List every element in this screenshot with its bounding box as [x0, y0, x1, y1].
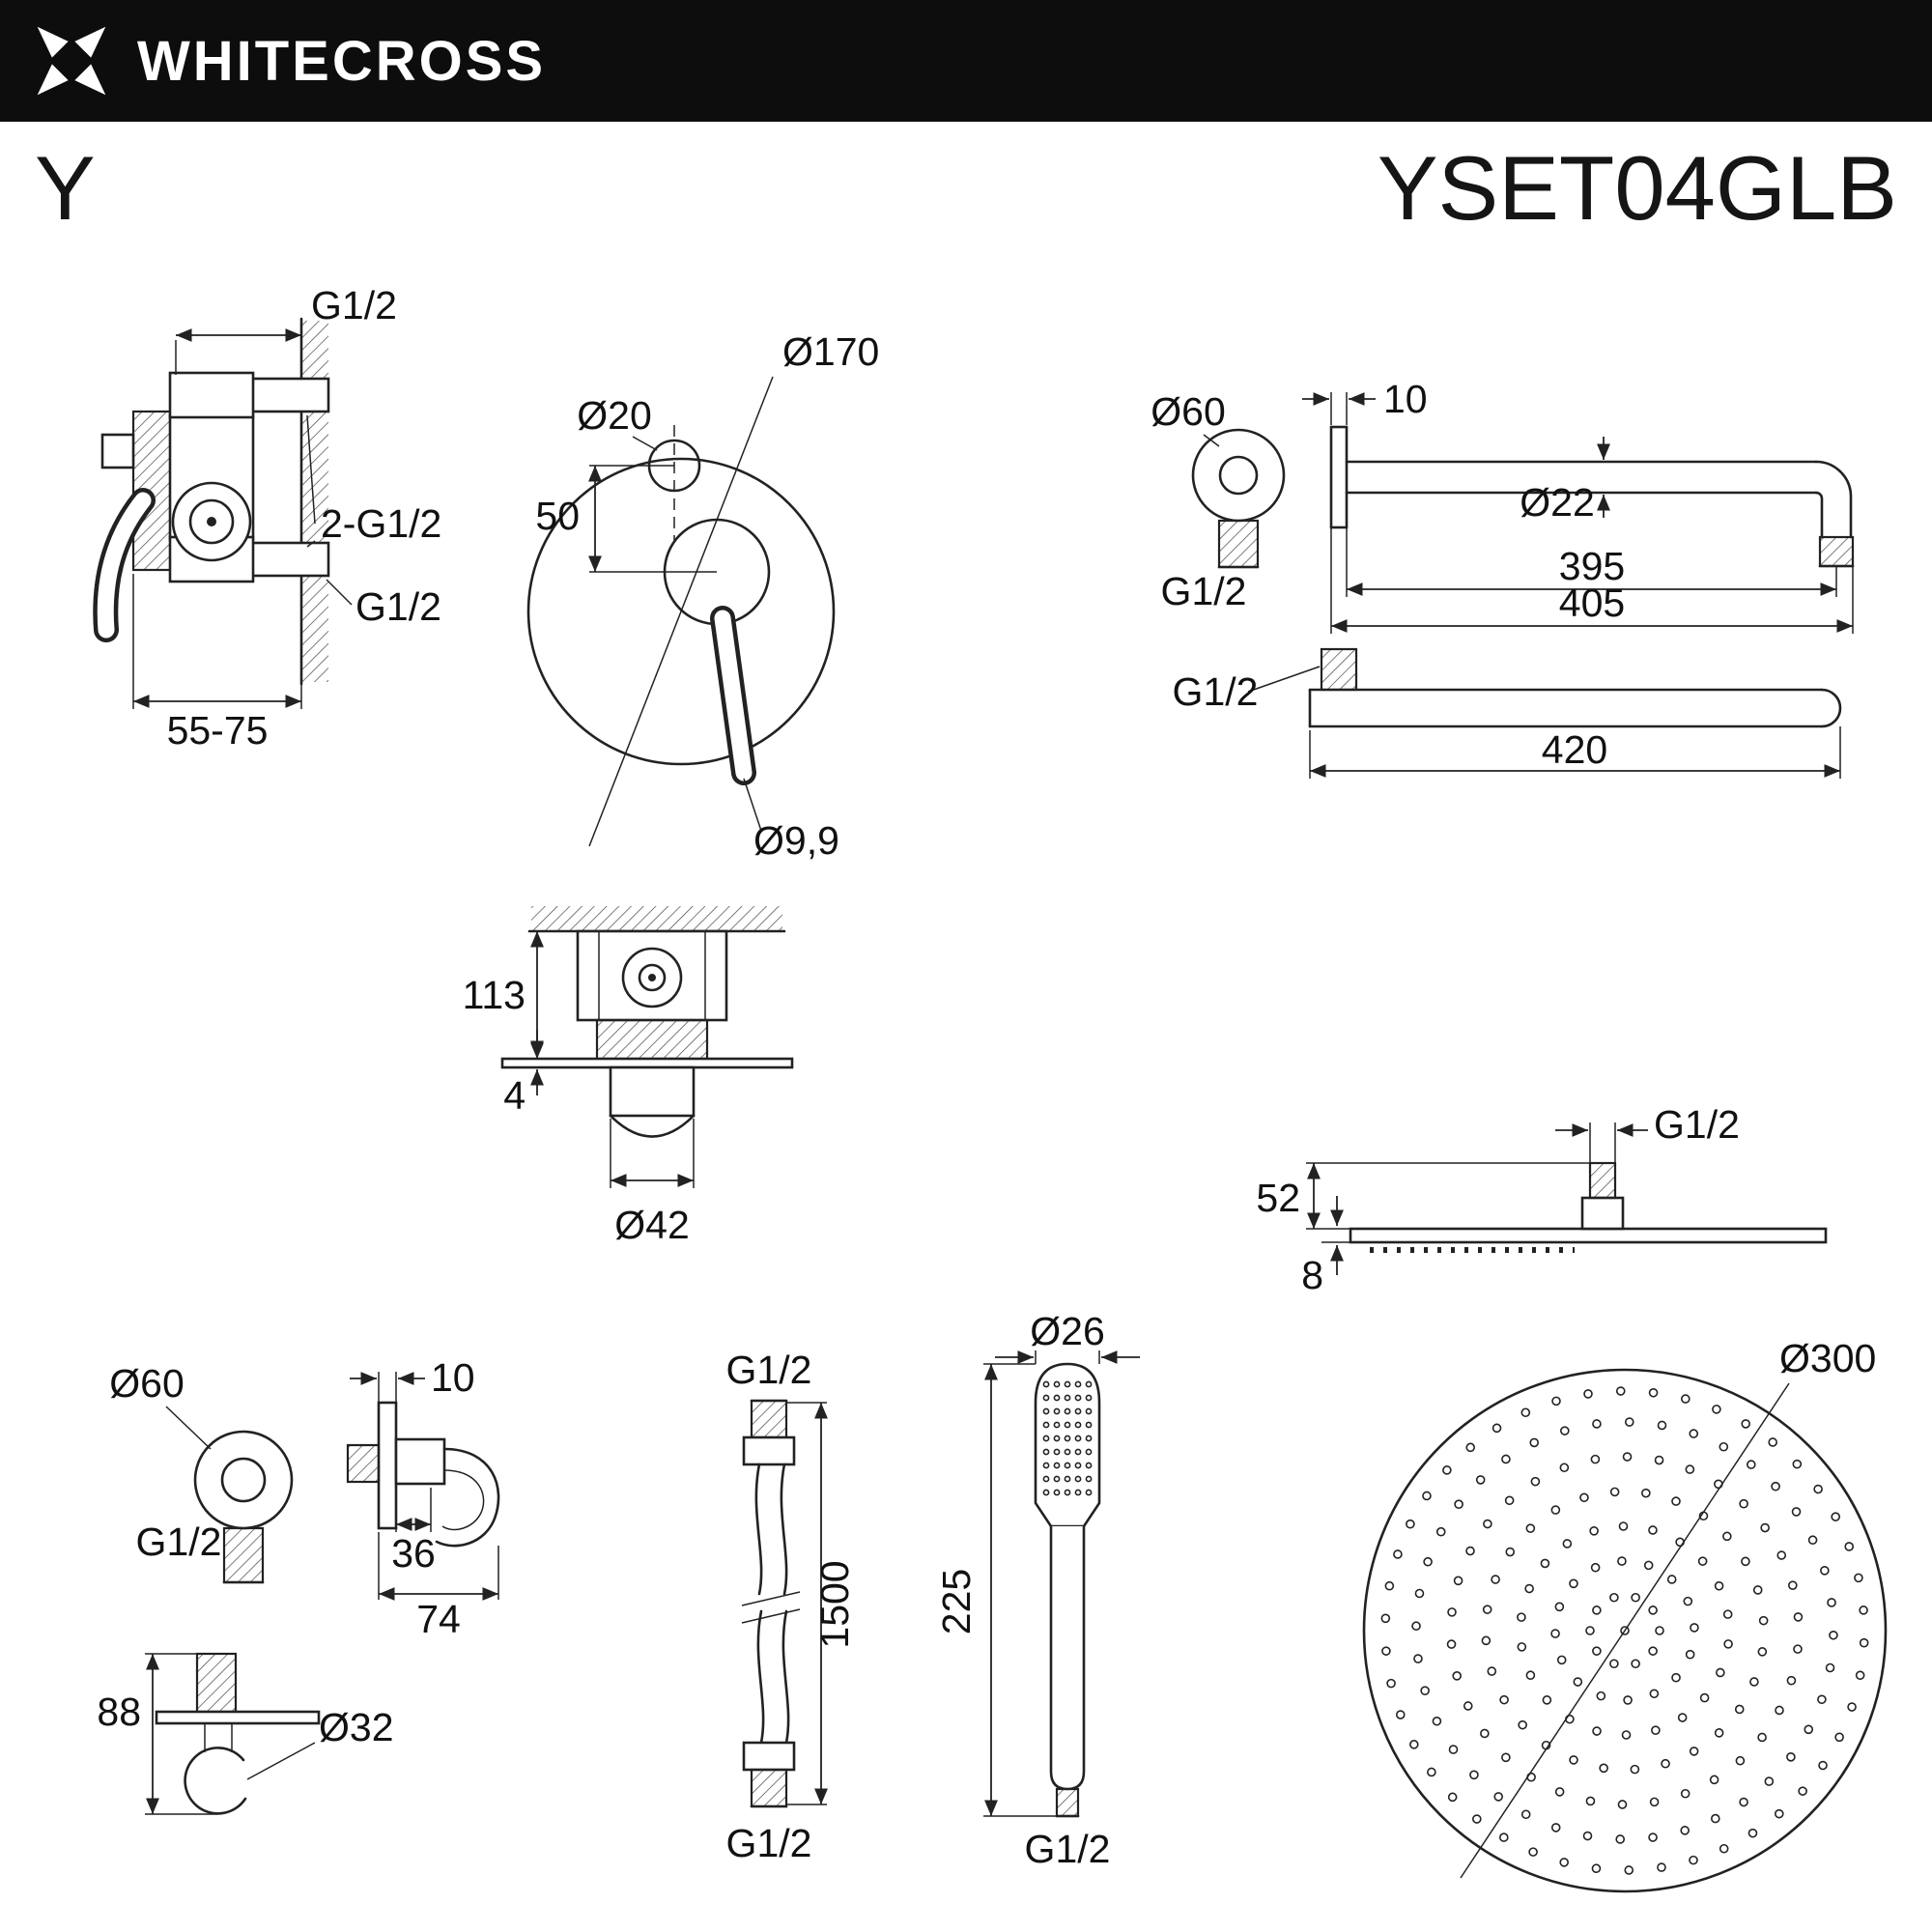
dim-arm-length-to-drop: 395: [1559, 544, 1625, 588]
dim-arm-flange-diameter: Ø60: [1151, 389, 1226, 434]
head-side-view: G1/2 52 8: [1256, 1102, 1828, 1297]
straight-arm-thread: [1320, 647, 1358, 692]
dim-hose-thread-top: G1/2: [726, 1348, 812, 1392]
arm-flange-front: [1191, 428, 1286, 523]
arm-thread-stub: [1217, 519, 1260, 569]
handshower-view: Ø26 225 G1/2: [934, 1309, 1140, 1871]
outlet-elbow-body: [394, 1437, 446, 1486]
trim-sleeve: [609, 1065, 696, 1118]
dim-arm-flange-thickness: 10: [1383, 377, 1428, 421]
outlet-flange-front: [193, 1430, 294, 1530]
arm-end-thread: [1818, 535, 1855, 568]
dim-arm-length-overall: 405: [1559, 581, 1625, 625]
dim-hose-length: 1500: [812, 1560, 857, 1648]
dim-hose-thread-bottom: G1/2: [726, 1821, 812, 1865]
dim-outlet-thread: G1/2: [136, 1520, 222, 1564]
handshower-head: [1034, 1362, 1101, 1528]
knurled-body: [131, 410, 176, 572]
dim-holder-width: 36: [391, 1531, 436, 1576]
mixer-side-view: G1/2 2-G1/2 G1/2 55-75: [93, 283, 441, 753]
series-title: Y: [35, 137, 96, 239]
threaded-ring: [595, 1018, 709, 1061]
shower-arm-bent-view: Ø60 G1/2 10 Ø22 395 405: [1151, 377, 1855, 634]
head-diameter-line: [1460, 1382, 1790, 1879]
top-outlet-stub: [247, 377, 330, 413]
hose-view: G1/2 G1/2 1500: [726, 1348, 857, 1865]
holder-ring: [184, 1747, 247, 1815]
dim-connector-height: 52: [1256, 1176, 1300, 1220]
bottom-outlet-stub: [247, 541, 330, 578]
handshower-handle: [1049, 1526, 1086, 1791]
hose-nut-bottom: [742, 1741, 796, 1772]
diameter-line: [588, 376, 774, 847]
handshower-nozzles: [1042, 1380, 1093, 1496]
trim-plate-section: [500, 1057, 794, 1069]
mixer-section-view: 113 4 Ø42: [463, 906, 794, 1247]
dim-head-plate-thickness: 8: [1301, 1253, 1323, 1297]
brand-header: WHITECROSS: [0, 0, 1932, 122]
break-mark: [741, 1591, 801, 1606]
outlet-pipe: [195, 1652, 238, 1714]
arm-wall-flange: [1329, 425, 1349, 529]
head-plate-side: [1349, 1227, 1828, 1244]
whitecross-x-logo-icon: [37, 26, 106, 96]
handshower-thread: [1055, 1787, 1080, 1818]
holder-bracket: [435, 1447, 500, 1548]
head-connector-thread: [1588, 1161, 1617, 1200]
hose-thread-top: [750, 1399, 788, 1439]
trim-plate: [526, 457, 836, 766]
head-connector-base: [1580, 1196, 1625, 1231]
dim-straight-arm-thread: G1/2: [1173, 669, 1259, 714]
dim-plate-diameter: Ø170: [782, 329, 879, 374]
outlet-thread-stub: [222, 1526, 265, 1584]
head-plate-front: [1362, 1368, 1888, 1893]
dim-handshower-thread: G1/2: [1025, 1827, 1111, 1871]
dim-holder-diameter: Ø32: [319, 1705, 394, 1749]
dim-center-distance: 50: [535, 494, 580, 538]
dim-diverter-diameter: Ø20: [577, 393, 652, 438]
dim-trim-diameter: Ø42: [614, 1203, 690, 1247]
dim-outlet-flange-diameter: Ø60: [109, 1361, 185, 1406]
outlet-wall-plate: [377, 1401, 398, 1530]
outlet-disc: [155, 1710, 321, 1725]
dim-plate-thickness: 4: [503, 1073, 526, 1118]
outlet-elbow-view: Ø60 G1/2 10 36 74 88 Ø32: [97, 1355, 500, 1815]
dim-handshower-diameter: Ø26: [1030, 1309, 1105, 1353]
dim-arm-thread: G1/2: [1161, 569, 1247, 613]
dim-handshower-length: 225: [934, 1569, 979, 1634]
dim-lever-diameter: Ø9,9: [753, 818, 839, 863]
dim-body-height: 113: [463, 973, 526, 1017]
dim-head-thread: G1/2: [1654, 1102, 1740, 1147]
shower-arm-straight-view: G1/2 420: [1173, 647, 1842, 779]
head-front-nozzles: [1380, 1386, 1869, 1875]
mixer-front-view: Ø170 Ø20 50 Ø9,9: [526, 329, 879, 863]
dim-arm-tube-diameter: Ø22: [1520, 480, 1595, 525]
hose-nut-top: [742, 1435, 796, 1466]
head-front-view: Ø300: [1362, 1336, 1888, 1893]
dim-threads-outlets: 2-G1/2: [321, 501, 441, 546]
title-row: Y YSET04GLB: [35, 143, 1897, 234]
dim-straight-arm-length: 420: [1542, 727, 1607, 772]
ceiling-hatch: [531, 906, 782, 930]
dim-head-diameter: Ø300: [1779, 1336, 1876, 1380]
dim-holder-depth: 74: [416, 1597, 461, 1641]
dim-thread-bottom: G1/2: [355, 584, 441, 629]
dim-elbow-height: 88: [97, 1690, 141, 1734]
hose-thread-bottom: [750, 1768, 788, 1808]
dim-outlet-flange-thickness: 10: [431, 1355, 475, 1400]
dim-thread-top: G1/2: [311, 283, 397, 327]
dim-mounting-depth: 55-75: [167, 708, 269, 753]
model-number: YSET04GLB: [1377, 137, 1897, 239]
brand-name: WHITECROSS: [137, 29, 547, 93]
